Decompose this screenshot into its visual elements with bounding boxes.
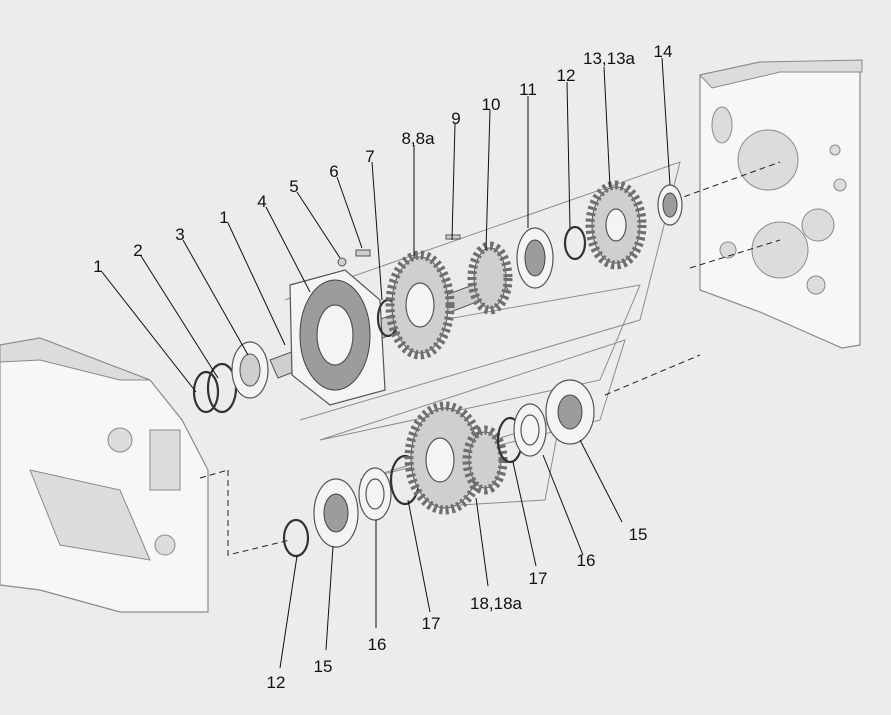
callout-13-13a: 13,13a	[583, 49, 636, 68]
callout-1-upper: 1	[219, 208, 228, 227]
callout-3: 3	[175, 225, 184, 244]
callout-12-upper: 12	[557, 66, 576, 85]
callout-16-lower-right: 16	[577, 551, 596, 570]
callout-15-lower-right: 15	[629, 525, 648, 544]
upper-shaft-assembly	[192, 180, 683, 414]
right-housing	[699, 59, 863, 349]
callout-17-lower-left: 17	[422, 614, 441, 633]
callout-18-18a: 18,18a	[470, 594, 523, 613]
callout-9: 9	[451, 109, 460, 128]
callout-8-8a: 8,8a	[401, 129, 435, 148]
callout-labels: 1 2 3 1 4 5 6 7 8,8a 9 10 11 12 13,13a 1…	[93, 42, 672, 692]
callout-6: 6	[329, 162, 338, 181]
axis-lines	[199, 161, 781, 556]
callout-11: 11	[519, 80, 537, 99]
callout-10: 10	[482, 95, 501, 114]
callout-12-lower-left: 12	[267, 673, 286, 692]
callout-4: 4	[257, 192, 266, 211]
callout-14: 14	[654, 42, 673, 61]
callout-15-lower-left: 15	[314, 657, 333, 676]
callout-16-lower-left: 16	[368, 635, 387, 654]
leader-lines	[101, 57, 671, 669]
callout-17-lower-right: 17	[529, 569, 548, 588]
left-housing	[0, 337, 209, 613]
callout-1-left: 1	[93, 257, 102, 276]
callout-5: 5	[289, 177, 298, 196]
lower-shaft-assembly	[282, 379, 595, 558]
callout-7: 7	[365, 147, 374, 166]
callout-2: 2	[133, 241, 142, 260]
